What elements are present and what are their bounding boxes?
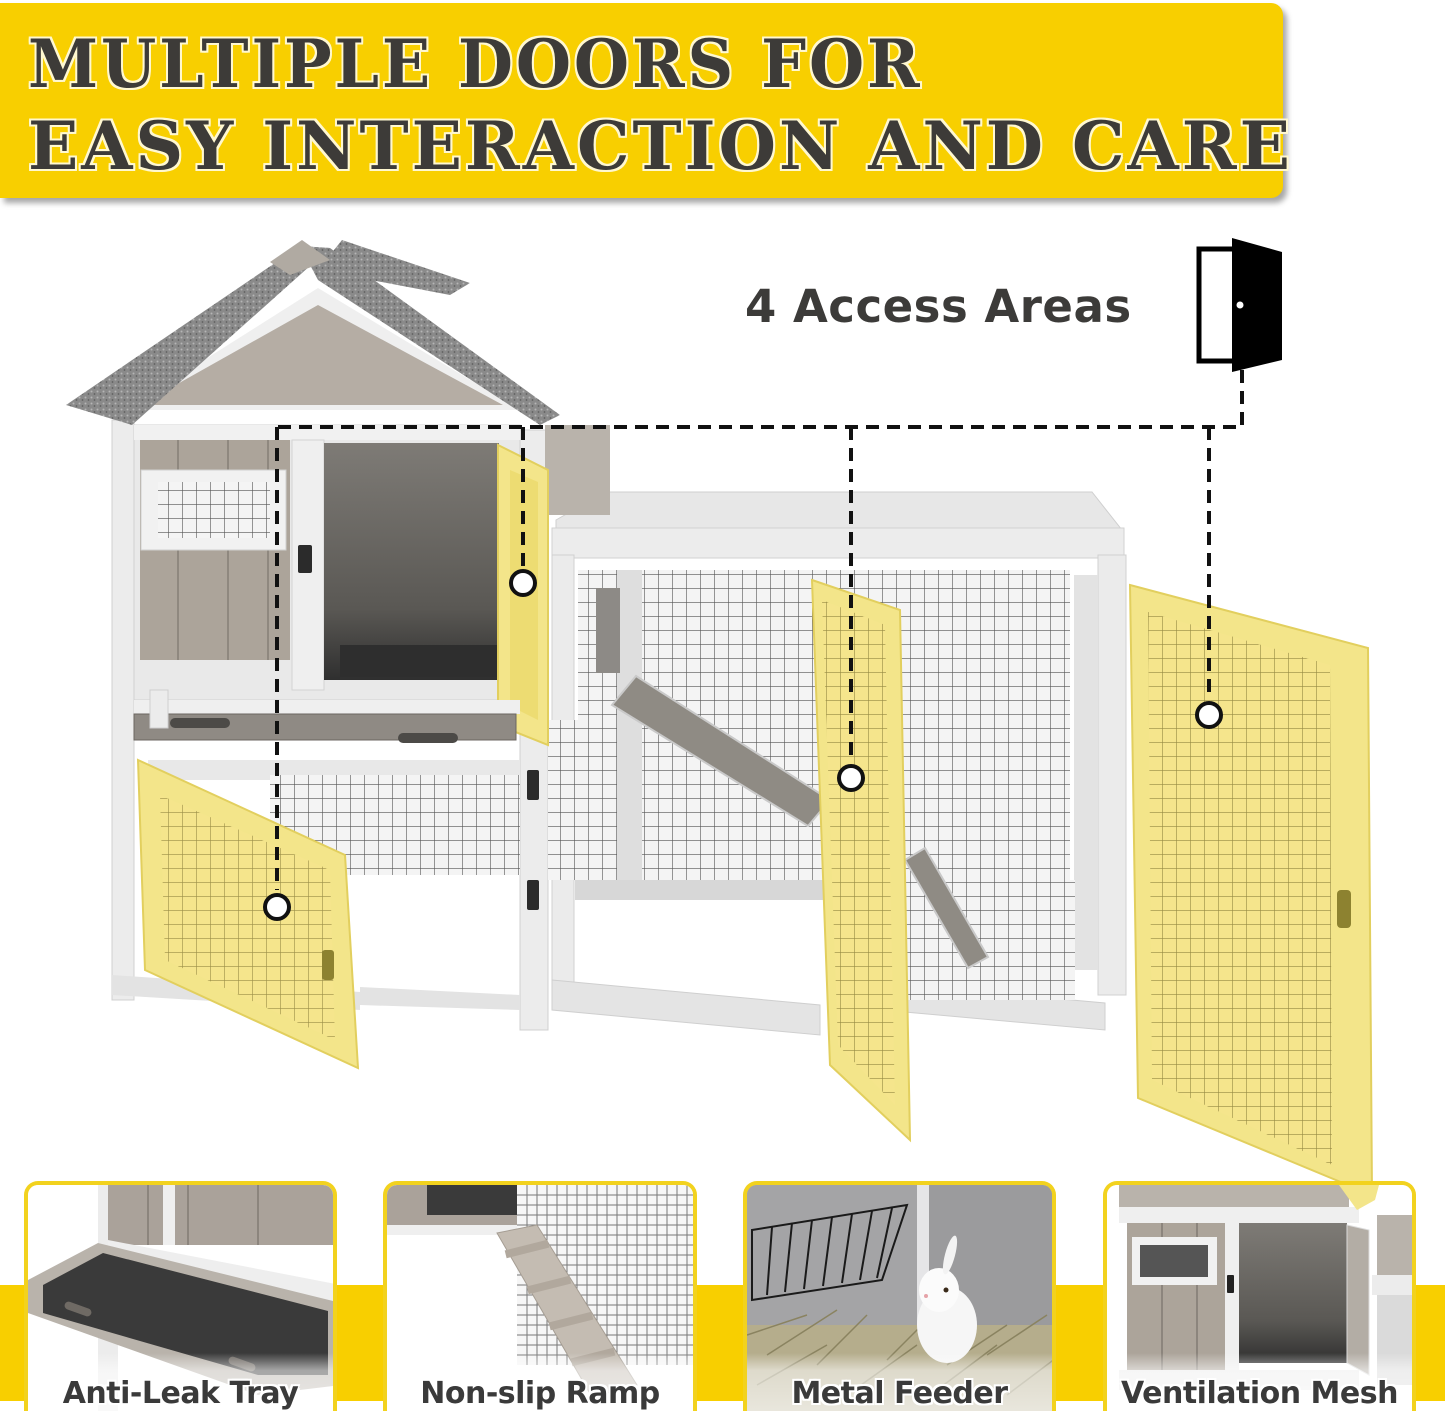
feature-card-ventilation-mesh: Ventilation Mesh <box>1103 1181 1416 1411</box>
latch-icon <box>298 545 312 573</box>
headline-line-1: MULTIPLE DOORS FOR <box>28 25 923 103</box>
access-markers <box>263 569 1223 921</box>
access-marker-center-door <box>837 764 865 792</box>
access-areas-label: 4 Access Areas <box>745 280 1132 333</box>
feature-label: Non-slip Ramp <box>420 1376 660 1411</box>
feature-card-metal-feeder: Metal Feeder <box>743 1181 1056 1411</box>
feature-card-anti-leak-tray: Anti-Leak Tray <box>24 1181 337 1411</box>
access-connector-lines <box>275 370 1244 890</box>
feature-card-non-slip-ramp: Non-slip Ramp <box>383 1181 697 1411</box>
access-marker-lower-door <box>263 893 291 921</box>
feature-label: Anti-Leak Tray <box>62 1376 299 1411</box>
access-marker-side-door <box>1195 701 1223 729</box>
feature-label: Ventilation Mesh <box>1121 1376 1398 1411</box>
open-door-icon <box>1196 238 1282 372</box>
feature-label: Metal Feeder <box>791 1376 1008 1411</box>
headline-line-2: EASY INTERACTION AND CARE <box>28 107 1293 185</box>
access-marker-upper-door <box>509 569 537 597</box>
headline-banner: MULTIPLE DOORS FOR EASY INTERACTION AND … <box>0 3 1290 198</box>
